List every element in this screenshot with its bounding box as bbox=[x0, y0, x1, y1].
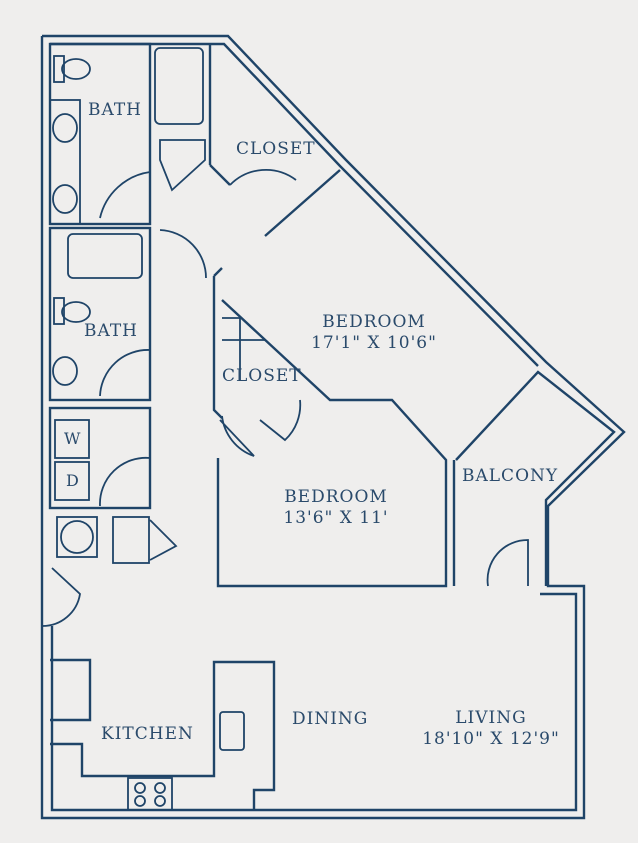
pantry-icon bbox=[112, 516, 150, 564]
room-label-balcony: BALCONY bbox=[462, 466, 559, 486]
bedroom2-wall bbox=[212, 267, 448, 588]
closet-door-wall bbox=[264, 169, 341, 237]
living-dims: 18'10" X 12'9" bbox=[422, 729, 560, 749]
bath2-wall bbox=[48, 226, 152, 402]
toilet-tank-icon bbox=[53, 55, 65, 83]
door-swing-icon bbox=[486, 539, 529, 587]
burner-icon bbox=[134, 782, 146, 794]
door-swing-icon bbox=[159, 229, 207, 279]
water-heater-box bbox=[56, 516, 98, 558]
toilet-icon bbox=[61, 58, 91, 80]
living-name: LIVING bbox=[455, 708, 527, 728]
water-heater-icon bbox=[60, 520, 94, 554]
bedroom2-dims: 13'6" X 11' bbox=[283, 508, 389, 528]
door-swing-icon bbox=[41, 567, 81, 627]
door-swing-icon bbox=[229, 168, 297, 186]
dryer-label: D bbox=[66, 471, 80, 490]
vanity-icon bbox=[49, 99, 81, 225]
toilet-tank-icon bbox=[53, 297, 65, 325]
kitchen-counter bbox=[50, 658, 276, 810]
bedroom2-name: BEDROOM bbox=[284, 487, 388, 507]
dryer-icon bbox=[54, 461, 90, 501]
room-label-closet2: CLOSET bbox=[222, 366, 302, 386]
balcony-wall bbox=[455, 370, 616, 586]
door-swing-icon bbox=[219, 399, 302, 457]
stove-icon bbox=[127, 777, 173, 811]
bedroom1-dims: 17'1" X 10'6" bbox=[311, 333, 437, 353]
outer-wall bbox=[40, 34, 626, 820]
door-swing-icon bbox=[99, 349, 151, 397]
sink-icon bbox=[219, 711, 245, 751]
sink-icon bbox=[52, 356, 78, 386]
door-swing-icon bbox=[149, 519, 178, 561]
bathtub-icon bbox=[67, 233, 143, 279]
toilet-icon bbox=[61, 301, 91, 323]
bedroom1-name: BEDROOM bbox=[322, 312, 426, 332]
bath1-wall bbox=[48, 42, 152, 226]
washer-label: W bbox=[64, 429, 82, 448]
door-swing-icon bbox=[99, 171, 151, 219]
burner-icon bbox=[154, 782, 166, 794]
room-label-bath2: BATH bbox=[84, 321, 139, 341]
room-label-dining: DINING bbox=[292, 709, 369, 729]
room-label-bath1: BATH bbox=[88, 100, 143, 120]
room-label-living: LIVING 18'10" X 12'9" bbox=[418, 708, 564, 750]
linen-closet bbox=[159, 139, 206, 192]
room-label-kitchen: KITCHEN bbox=[101, 724, 194, 744]
burner-icon bbox=[154, 795, 166, 807]
room-label-closet1: CLOSET bbox=[236, 139, 316, 159]
bathtub-icon bbox=[154, 47, 204, 125]
sink-icon bbox=[52, 113, 78, 143]
room-label-bedroom2: BEDROOM 13'6" X 11' bbox=[266, 487, 406, 529]
room-label-bedroom1: BEDROOM 17'1" X 10'6" bbox=[304, 312, 444, 354]
washer-icon bbox=[54, 419, 90, 459]
door-swing-icon bbox=[99, 456, 151, 507]
burner-icon bbox=[134, 795, 146, 807]
closet-wall bbox=[209, 164, 231, 186]
sink-icon bbox=[52, 184, 78, 214]
